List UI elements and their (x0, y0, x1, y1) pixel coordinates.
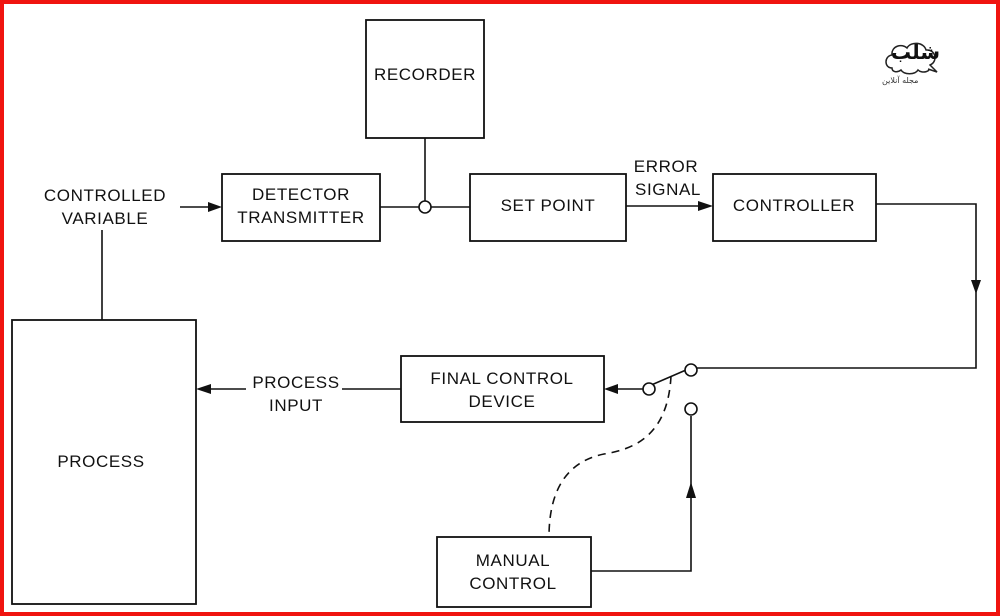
arrow-down-right (971, 280, 981, 294)
brand-logo: شلب مجله آنلاین (882, 38, 942, 98)
block-recorder: RECORDER (365, 19, 485, 139)
detector-label-line2: TRANSMITTER (237, 208, 364, 227)
connector-manual-to-switch (591, 416, 692, 572)
arrow-into-process (196, 384, 211, 394)
block-detector-transmitter: DETECTOR TRANSMITTER (221, 173, 381, 242)
final-control-label-line2: DEVICE (469, 392, 536, 411)
junction-node (418, 200, 432, 214)
arrow-into-detector (208, 202, 222, 212)
error-signal-label-line2: SIGNAL (635, 180, 701, 199)
arrow-into-final-control (604, 384, 618, 394)
arrow-into-controller (698, 201, 713, 211)
error-signal-label-line1: ERROR (634, 157, 698, 176)
block-controller: CONTROLLER (712, 173, 877, 242)
process-label: PROCESS (57, 452, 144, 471)
set-point-label: SET POINT (501, 196, 596, 215)
controlled-variable-label-line2: VARIABLE (62, 209, 149, 228)
detector-label-line1: DETECTOR (252, 185, 350, 204)
block-final-control-device: FINAL CONTROL DEVICE (400, 355, 605, 423)
manual-control-label-line2: CONTROL (469, 574, 556, 593)
block-manual-control: MANUAL CONTROL (436, 536, 592, 608)
logo-brand-text: شلب (891, 40, 941, 64)
control-loop-diagram: RECORDER DETECTOR TRANSMITTER SET POINT … (11, 19, 981, 608)
switch-manual-node[interactable] (684, 402, 698, 416)
switch-blade (648, 369, 687, 387)
final-control-label-line1: FINAL CONTROL (430, 369, 573, 388)
connectors (101, 110, 981, 572)
controller-label: CONTROLLER (733, 196, 855, 215)
manual-control-label-line1: MANUAL (476, 551, 550, 570)
switch-auto-node[interactable] (684, 363, 698, 377)
logo-tagline: مجله آنلاین (882, 76, 919, 85)
switch-common-node (642, 382, 656, 396)
cloud-icon (885, 42, 938, 75)
block-process: PROCESS (11, 319, 197, 605)
controlled-variable-label-line1: CONTROLLED (44, 186, 166, 205)
block-set-point: SET POINT (469, 173, 627, 242)
recorder-label: RECORDER (374, 65, 476, 84)
arrow-up-manual (686, 482, 696, 498)
dashed-mechanical-link (548, 375, 672, 538)
process-input-label-line2: INPUT (269, 396, 323, 415)
process-input-label-line1: PROCESS (252, 373, 339, 392)
